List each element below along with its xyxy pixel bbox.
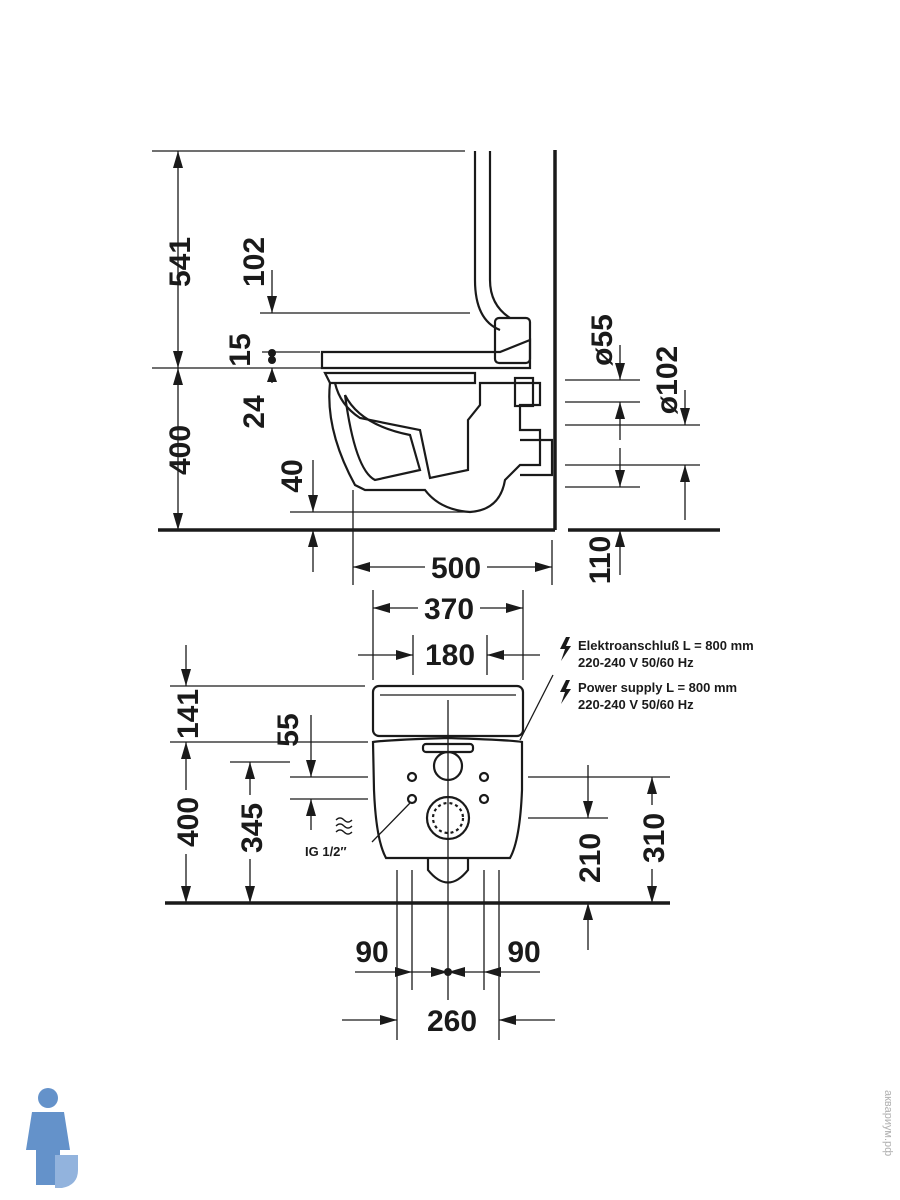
dim-345: 345 <box>236 803 269 853</box>
dim-141: 141 <box>172 689 205 739</box>
watermark: аквариум.рф <box>882 1090 894 1157</box>
seat <box>320 338 532 370</box>
arrow <box>173 151 183 168</box>
dim-500: 500 <box>431 552 481 585</box>
arrow <box>583 801 593 818</box>
arrow <box>484 967 501 977</box>
dim-40: 40 <box>276 459 309 492</box>
arrow <box>535 562 552 572</box>
arrow <box>173 513 183 530</box>
arrow <box>267 368 277 382</box>
power-de-line1: Elektroanschluß L = 800 mm <box>578 638 754 653</box>
arrow <box>615 470 625 487</box>
lightning-icon <box>560 680 571 704</box>
fixing-hole <box>406 771 418 783</box>
label-bg <box>636 805 668 869</box>
fixing-hole <box>406 793 418 805</box>
label-bg <box>425 550 487 582</box>
dim-541: 541 <box>164 237 197 287</box>
water-inlet-leader <box>371 802 411 843</box>
dim-370: 370 <box>424 593 474 626</box>
arrow <box>448 967 465 977</box>
arrow <box>431 967 448 977</box>
water-inlet-label: IG 1/2″ <box>305 844 347 859</box>
lower-pipe-hole-inner <box>431 801 465 835</box>
front-view: 370 180 141 400 55 345 <box>165 590 754 1040</box>
power-leader <box>519 674 554 741</box>
arrow <box>173 368 183 385</box>
lightning-icon <box>560 637 571 661</box>
arrow <box>680 408 690 425</box>
arrow <box>395 967 412 977</box>
power-de-line2: 220-240 V 50/60 Hz <box>578 655 694 670</box>
dim-210: 210 <box>574 833 607 883</box>
arrow <box>267 296 277 313</box>
arrow <box>487 650 504 660</box>
arrow <box>173 351 183 368</box>
label-bg <box>418 592 480 624</box>
control-unit <box>493 316 532 365</box>
arrow <box>306 760 316 777</box>
dim-180: 180 <box>425 639 475 672</box>
arrow <box>380 1015 397 1025</box>
arrow <box>373 603 390 613</box>
arrow <box>506 603 523 613</box>
plumber-logo-icon <box>26 1088 78 1188</box>
dim-310: 310 <box>638 813 671 863</box>
arrow <box>308 530 318 547</box>
arrow <box>306 799 316 816</box>
arrow <box>396 650 413 660</box>
arrow <box>615 402 625 419</box>
arrow <box>181 886 191 903</box>
power-en-line2: 220-240 V 50/60 Hz <box>578 697 694 712</box>
dim-90-left: 90 <box>355 936 388 969</box>
front-bowl <box>371 736 524 860</box>
fixing-hole <box>478 793 490 805</box>
arrow <box>615 363 625 380</box>
power-en-line1: Power supply L = 800 mm <box>578 680 737 695</box>
label-bg <box>170 790 202 854</box>
bowl-outline <box>328 381 542 514</box>
dim-15: 15 <box>224 333 257 366</box>
dim-110: 110 <box>584 536 617 584</box>
dim-15-dot <box>268 356 276 364</box>
arrow <box>181 742 191 759</box>
arrow <box>583 903 593 920</box>
dim-55: 55 <box>272 713 305 746</box>
dim-24: 24 <box>238 395 271 429</box>
side-view: 541 400 102 15 24 40 500 <box>152 150 720 585</box>
center-dot <box>444 968 452 976</box>
dim-400-front: 400 <box>172 797 205 847</box>
arrow <box>499 1015 516 1025</box>
arrow <box>647 777 657 794</box>
dim-400-side: 400 <box>164 425 197 475</box>
dim-260: 260 <box>427 1005 477 1038</box>
arrow <box>245 762 255 779</box>
lid-tube <box>473 151 511 332</box>
dim-90-right: 90 <box>507 936 540 969</box>
bowl-inner <box>343 394 422 482</box>
connector-box <box>513 376 535 408</box>
outlet-pipe <box>520 438 554 477</box>
arrow <box>245 886 255 903</box>
arrow <box>181 669 191 686</box>
dim-d55: ø55 <box>586 314 619 366</box>
label-bg <box>234 795 266 859</box>
fixing-hole <box>478 771 490 783</box>
dim-d102: ø102 <box>651 346 684 414</box>
water-icon <box>335 817 353 835</box>
dim-102: 102 <box>238 237 271 287</box>
arrow <box>615 530 625 547</box>
dim-15-dot <box>268 349 276 357</box>
arrow <box>308 495 318 512</box>
arrow <box>680 465 690 482</box>
seat-lower <box>323 371 477 385</box>
arrow <box>647 886 657 903</box>
arrow <box>353 562 370 572</box>
